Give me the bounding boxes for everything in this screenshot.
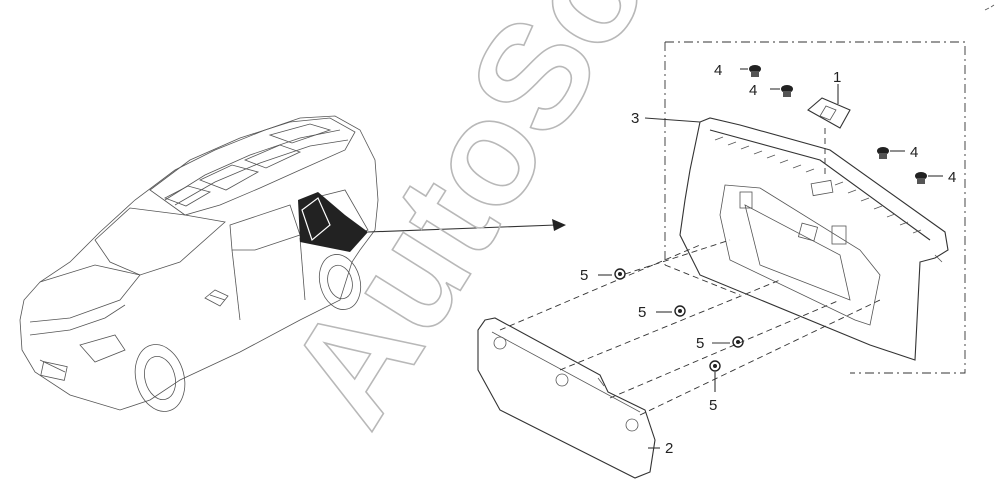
- callout-5b: 5: [638, 304, 646, 321]
- screw-5d: [709, 360, 721, 392]
- part-3-trim-panel: [679, 117, 949, 361]
- callout-5a: 5: [580, 267, 588, 284]
- clip-4c: [877, 147, 905, 159]
- callout-3: 3: [631, 110, 639, 127]
- callout-4c: 4: [910, 144, 918, 161]
- callout-1: 1: [833, 69, 841, 86]
- part-2-lower-panel: [477, 317, 656, 479]
- callout-4d: 4: [948, 169, 956, 186]
- screw-5c: [712, 336, 744, 348]
- corner-mark: [984, 4, 995, 11]
- fasteners: [598, 65, 943, 392]
- callout-5d: 5: [709, 397, 717, 414]
- callout-5c: 5: [696, 335, 704, 352]
- part-1-cover: [807, 97, 851, 178]
- alignment-lines: [499, 239, 881, 416]
- screw-5b: [656, 305, 686, 317]
- leader-lines: [644, 84, 839, 449]
- clip-4b: [770, 85, 793, 97]
- callout-2: 2: [665, 440, 673, 457]
- callout-4a: 4: [714, 62, 722, 79]
- clip-4a: [740, 65, 761, 77]
- vehicle-illustration: [19, 115, 379, 412]
- clip-4d: [915, 172, 943, 184]
- callout-4b: 4: [749, 82, 757, 99]
- screw-5a: [598, 268, 626, 280]
- exploded-view-frame: [664, 41, 966, 374]
- callout-labels: 1 2 3 4 4 4 4 5 5 5 5: [580, 62, 956, 457]
- pointer-arrow: [367, 219, 566, 233]
